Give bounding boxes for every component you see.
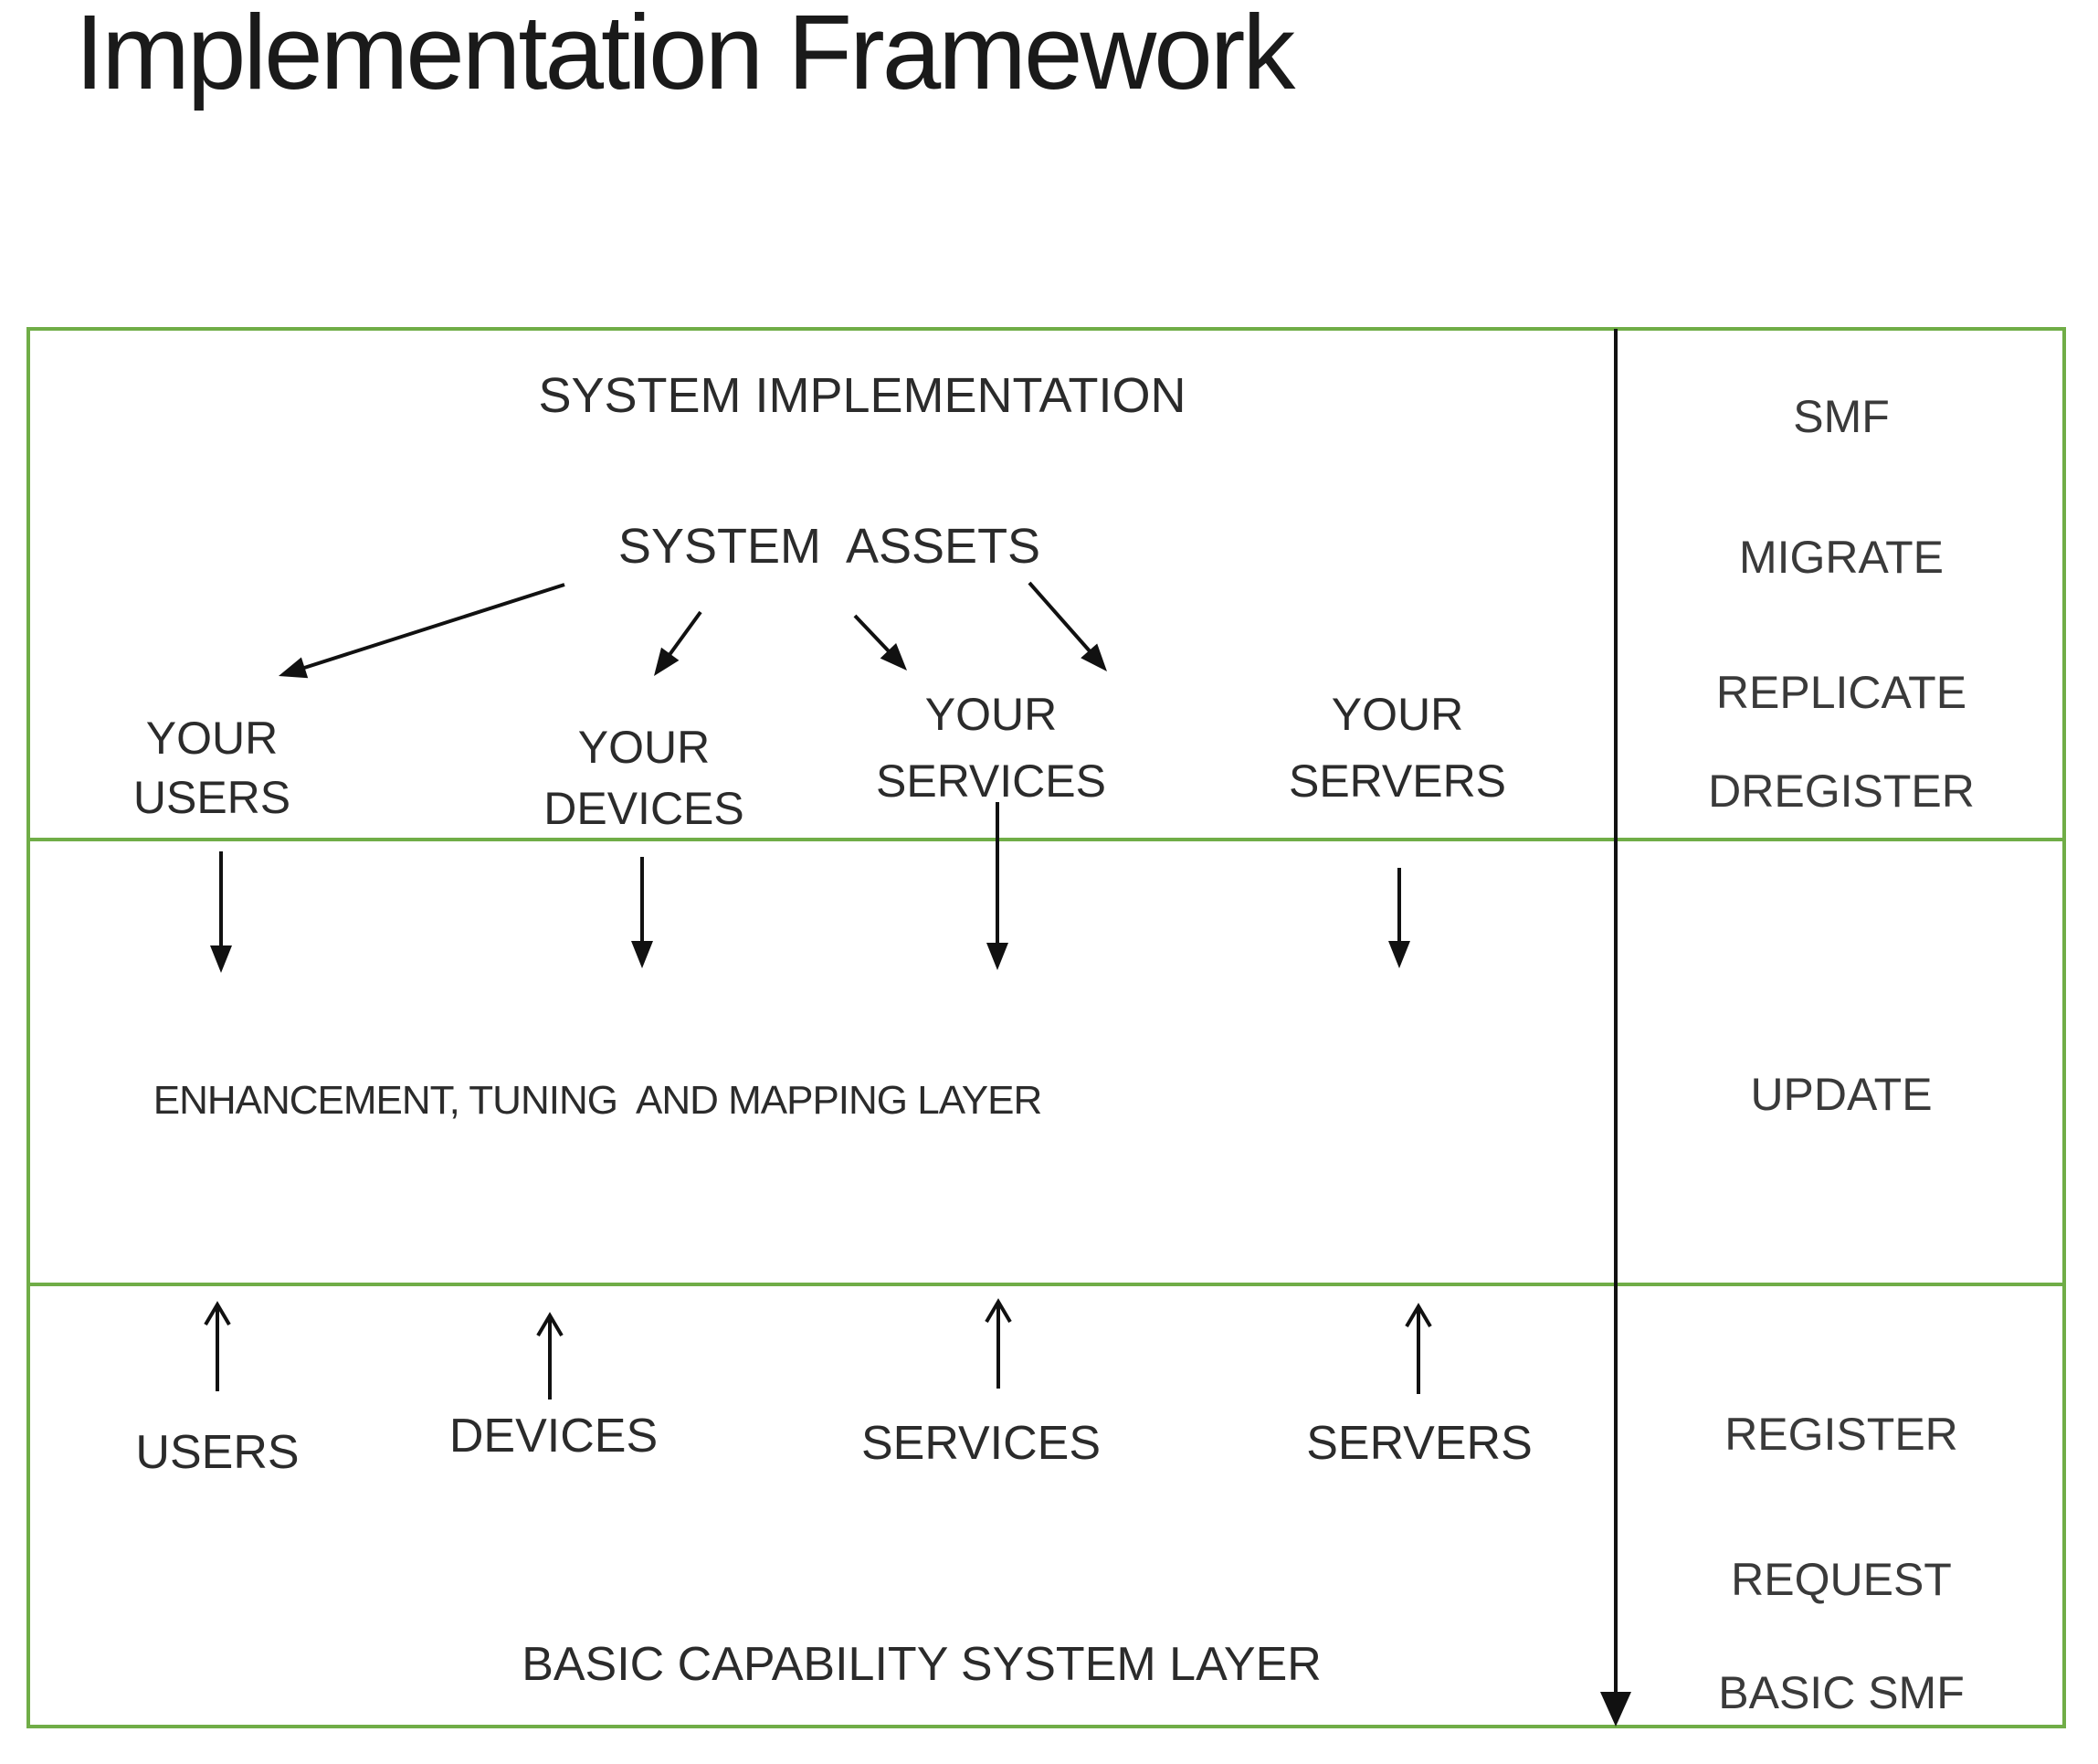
basic-capability-system-layer-label: BASIC CAPABILITY SYSTEM LAYER — [522, 1638, 1322, 1691]
your-users-line1: YOUR — [145, 713, 279, 764]
basic-devices-label: DEVICES — [448, 1410, 659, 1463]
framework-table-border — [26, 327, 2066, 1728]
system-implementation-header: SYSTEM IMPLEMENTATION — [538, 368, 1186, 423]
your-services-line1: YOUR — [924, 689, 1058, 740]
basic-services-label: SERVICES — [860, 1417, 1102, 1470]
smf-op-register: REGISTER — [1724, 1409, 1958, 1460]
row-divider-1 — [26, 838, 2066, 841]
your-servers-line1: YOUR — [1331, 689, 1464, 740]
smf-op-update: UPDATE — [1750, 1069, 1933, 1120]
system-assets-label: SYSTEM ASSETS — [617, 519, 1041, 574]
your-services-line2: SERVICES — [876, 755, 1106, 807]
row-divider-2 — [26, 1283, 2066, 1286]
your-servers-line2: SERVERS — [1288, 755, 1507, 807]
smf-op-request: REQUEST — [1731, 1554, 1952, 1605]
basic-servers-label: SERVERS — [1306, 1417, 1533, 1470]
smf-op-basic-smf: BASIC SMF — [1718, 1667, 1965, 1718]
your-devices-line2: DEVICES — [543, 783, 744, 834]
smf-op-replicate: REPLICATE — [1715, 667, 1967, 718]
your-devices-line1: YOUR — [577, 722, 711, 773]
enhancement-tuning-mapping-label: ENHANCEMENT, TUNING AND MAPPING LAYER — [153, 1078, 1043, 1123]
your-users-line2: USERS — [132, 772, 291, 823]
basic-users-label: USERS — [135, 1426, 300, 1479]
smf-op-dregister: DREGISTER — [1708, 766, 1975, 817]
smf-op-migrate: MIGRATE — [1738, 532, 1945, 583]
page-title: Implementation Framework — [75, 0, 1295, 111]
smf-op-smf: SMF — [1793, 391, 1890, 442]
